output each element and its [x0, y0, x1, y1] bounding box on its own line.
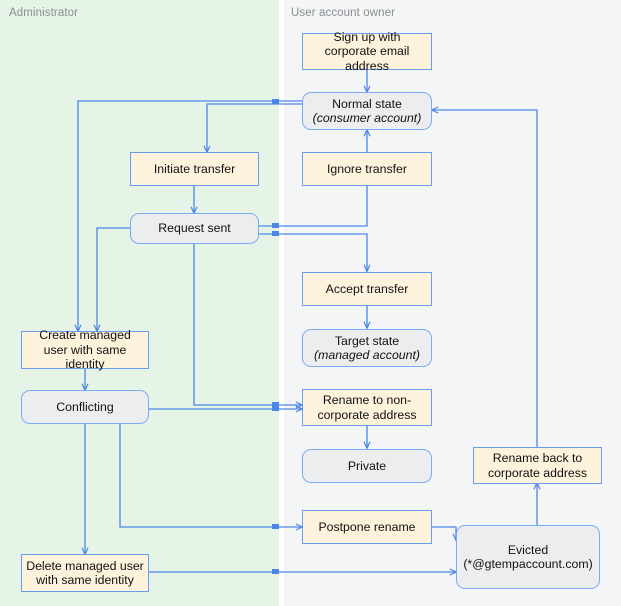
node-label: Rename back to corporate address	[487, 451, 588, 480]
node-label: Normal state	[332, 96, 402, 111]
node-sublabel: (consumer account)	[312, 111, 422, 125]
node-initiate-transfer[interactable]: Initiate transfer	[130, 152, 259, 186]
node-evicted[interactable]: Evicted (*@gtempaccount.com)	[456, 525, 600, 589]
edge-normal-state-to-initiate-transfer	[207, 103, 303, 152]
node-label: Ignore transfer	[327, 161, 407, 176]
lane-crossing-marker	[272, 402, 279, 407]
node-label: Accept transfer	[325, 281, 409, 296]
edge-request-sent-to-rename-noncorporate	[193, 243, 302, 405]
node-delete-managed-user-with-same-identity[interactable]: Delete managed user with same identity	[21, 554, 149, 592]
node-label: Postpone rename	[318, 519, 416, 534]
node-sign-up-with-corporate-email-address[interactable]: Sign up with corporate email address	[302, 30, 432, 73]
lane-crossing-marker	[272, 223, 279, 228]
lane-crossing-marker	[272, 406, 279, 411]
node-label: Target state	[334, 333, 400, 348]
node-label: Sign up with corporate email address	[324, 29, 410, 73]
node-request-sent[interactable]: Request sent	[130, 213, 259, 244]
node-postpone-rename[interactable]: Postpone rename	[302, 510, 432, 544]
node-accept-transfer[interactable]: Accept transfer	[302, 272, 432, 306]
node-rename-to-non-corporate-address[interactable]: Rename to non-corporate address	[302, 389, 432, 426]
node-create-managed-user-with-same-identity[interactable]: Create managed user with same identity	[21, 328, 149, 372]
node-sublabel: (managed account)	[314, 348, 420, 362]
node-label: Rename to non-corporate address	[317, 393, 417, 422]
edge-normal-state-to-create-managed-user	[78, 100, 303, 331]
lane-crossing-marker	[272, 524, 279, 529]
node-label: Request sent	[158, 221, 231, 236]
edge-conflicting-to-postpone-rename	[119, 423, 302, 527]
node-label: Conflicting	[56, 399, 114, 414]
node-label: Private	[347, 458, 387, 473]
node-rename-back-to-corporate-address[interactable]: Rename back to corporate address	[473, 447, 602, 484]
edge-request-sent-to-create-managed-user	[97, 227, 130, 331]
node-target-state[interactable]: Target state (managed account)	[302, 329, 432, 367]
node-conflicting[interactable]: Conflicting	[21, 390, 149, 424]
swimlane-label-administrator: Administrator	[9, 7, 79, 19]
node-normal-state[interactable]: Normal state (consumer account)	[302, 92, 432, 130]
edge-request-sent-to-accept-transfer	[259, 233, 367, 271]
lane-crossing-marker	[272, 569, 279, 574]
lane-crossing-marker	[272, 99, 279, 104]
lane-crossing-marker	[272, 231, 279, 236]
node-label: Initiate transfer	[153, 161, 236, 176]
node-label: Create managed user with same identity	[39, 328, 131, 372]
node-ignore-transfer[interactable]: Ignore transfer	[302, 152, 432, 186]
node-sublabel: (*@gtempaccount.com)	[463, 557, 593, 571]
edge-rename-back-to-normal-state	[432, 110, 538, 447]
node-label: Delete managed user with same identity	[26, 558, 144, 588]
node-label: Evicted	[507, 542, 549, 557]
edge-postpone-rename-to-evicted	[432, 526, 456, 540]
node-private[interactable]: Private	[302, 449, 432, 483]
swimlane-label-user-account-owner: User account owner	[291, 7, 396, 19]
